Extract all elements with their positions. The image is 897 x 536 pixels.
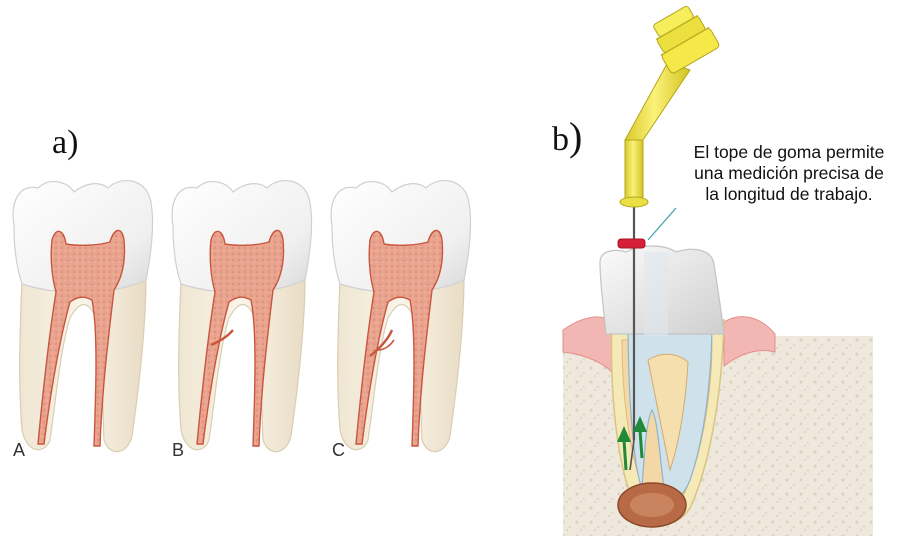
tooth-root [20, 276, 146, 452]
working-length-annotation: El tope de goma permite una medición pre… [686, 142, 892, 205]
rubber-stopper [618, 239, 645, 248]
molar-c [331, 181, 470, 452]
molar-b [172, 181, 311, 452]
panel-b-paren: ) [569, 114, 582, 159]
tooth-letter-b: B [172, 440, 184, 461]
access-cavity [644, 252, 668, 336]
tooth-letter-a: A [13, 440, 25, 461]
panel-b-label: b) [552, 117, 582, 157]
tooth-letter-c: C [332, 440, 345, 461]
molar-a [13, 181, 152, 452]
periapical-lesion-inner [630, 493, 674, 517]
panel-b-letter: b [552, 121, 569, 158]
annotation-pointer [648, 208, 676, 240]
